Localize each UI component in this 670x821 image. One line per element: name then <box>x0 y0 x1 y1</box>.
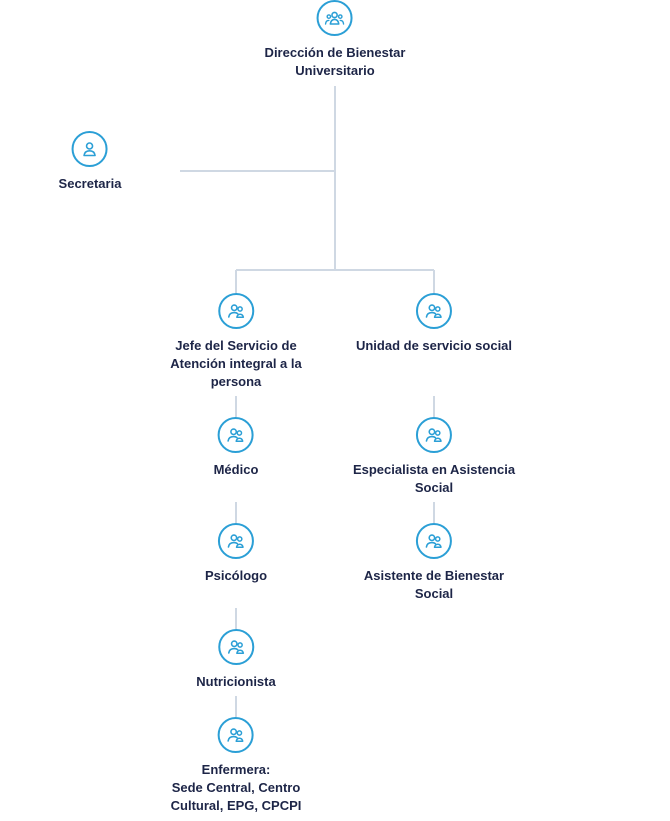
org-node-label: Secretaria <box>58 176 122 191</box>
users-icon <box>416 293 452 329</box>
users-icon <box>218 523 254 559</box>
users-icon <box>415 523 452 559</box>
users-icon <box>217 293 254 329</box>
org-node-secretaria: Secretaria <box>58 131 122 193</box>
users-icon <box>415 417 452 453</box>
org-node-label: Enfermera: Sede Central, Centro Cultural… <box>170 762 302 813</box>
org-node-label: Especialista en Asistencia Social <box>352 462 516 495</box>
org-node-medico: Médico <box>213 417 259 479</box>
org-node-psicologo: Psicólogo <box>205 523 267 585</box>
org-node-label: Médico <box>213 462 259 477</box>
org-node-unidad: Unidad de servicio social <box>356 293 512 355</box>
org-node-label: Dirección de Bienestar Universitario <box>264 45 406 78</box>
group-icon <box>316 0 353 36</box>
org-node-label: Psicólogo <box>204 568 268 583</box>
org-node-nutricionista: Nutricionista <box>196 629 276 691</box>
org-node-label: Unidad de servicio social <box>355 338 513 353</box>
org-node-especialista: Especialista en Asistencia Social <box>353 417 515 497</box>
person-icon <box>71 131 108 167</box>
org-node-enfermera: Enfermera: Sede Central, Centro Cultural… <box>170 717 302 815</box>
users-icon <box>217 417 254 453</box>
users-icon <box>218 629 254 665</box>
org-node-jefe: Jefe del Servicio de Atención integral a… <box>170 293 302 391</box>
org-node-label: Jefe del Servicio de Atención integral a… <box>170 338 302 389</box>
users-icon <box>218 717 254 753</box>
org-node-label: Asistente de Bienestar Social <box>363 568 505 601</box>
org-node-asistente: Asistente de Bienestar Social <box>364 523 504 603</box>
org-node-direccion: Dirección de Bienestar Universitario <box>264 0 406 80</box>
org-node-label: Nutricionista <box>196 674 276 689</box>
